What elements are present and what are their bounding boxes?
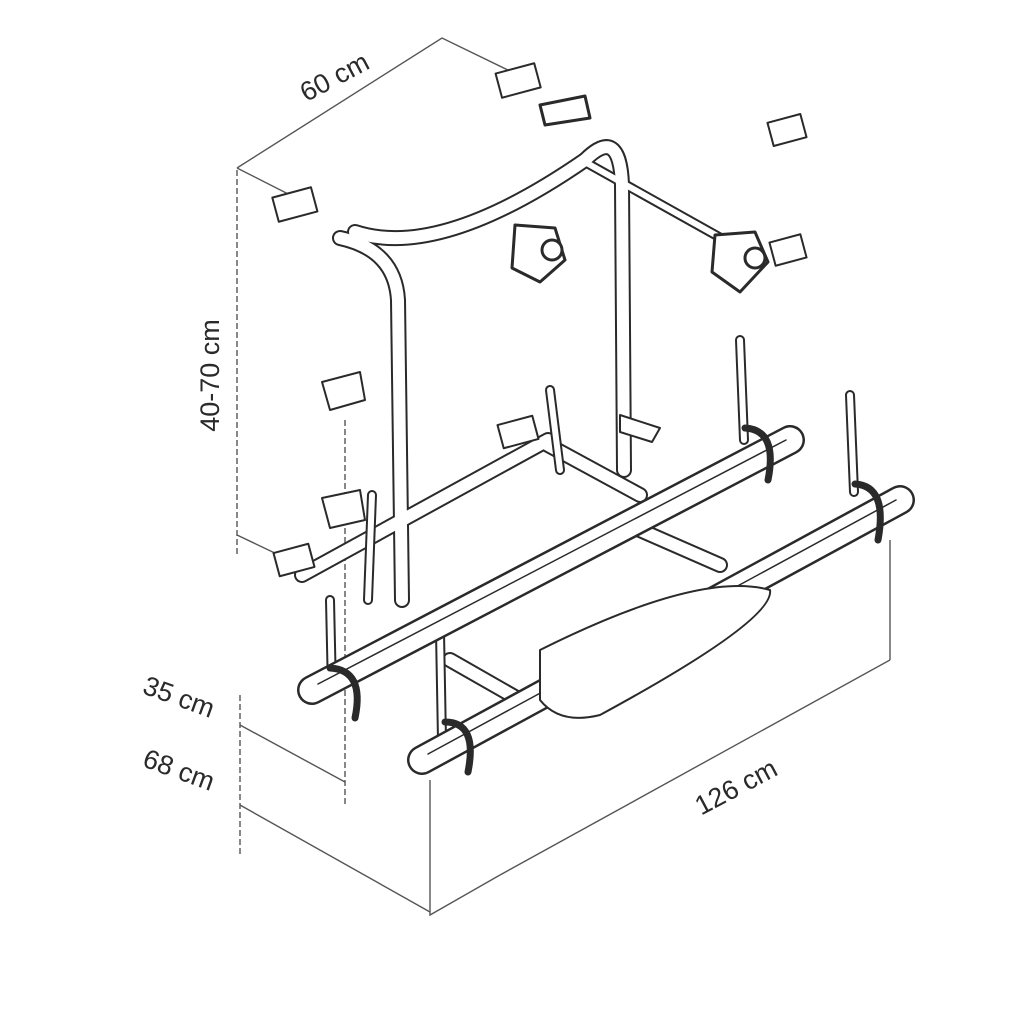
dimension-height-label: 40-70 cm <box>194 319 225 432</box>
rack-frame <box>271 62 915 776</box>
dimension-lines <box>236 37 891 917</box>
